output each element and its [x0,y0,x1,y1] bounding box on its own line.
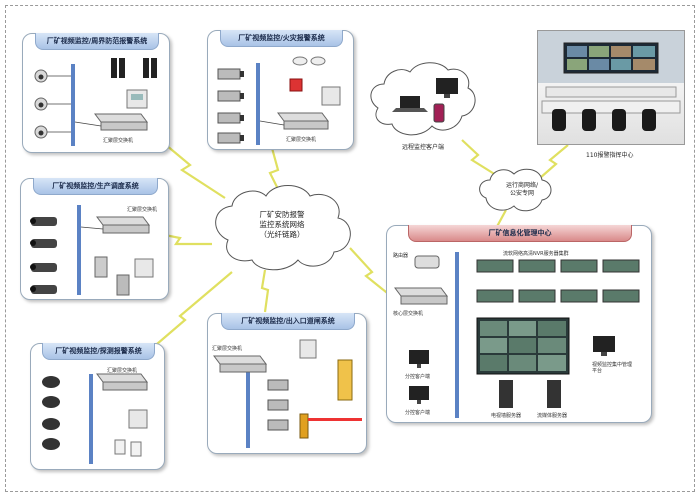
box-camera-icon [217,90,244,102]
central-network-cloud [215,185,351,271]
command-center-scene [538,31,684,131]
switch-label: 汇聚层交换机 [127,207,158,213]
box-camera-icon [267,419,289,431]
switch-label: 汇聚层交换机 [107,368,138,374]
info-center-devices [394,252,640,418]
detection-devices [42,373,148,464]
operator-line-2: 公安专网 [509,190,534,197]
link-info-center [349,247,397,301]
production-devices [30,205,154,296]
dome-camera-icon [42,438,60,450]
link-gate [260,269,270,313]
panel-title: 厂矿视频监控/探测报警系统 [41,343,156,360]
panel-perimeter: 厂矿视频监控/周界防范报警系统 汇聚层交换机 [22,33,170,153]
panel-title: 厂矿信息化管理中心 [408,225,632,242]
operator-line-1: 运行商网络/ [505,182,539,189]
switch-icon [96,216,150,234]
alarm-host-icon [299,339,317,359]
link-detection [149,271,233,351]
panel-gate: 厂矿视频监控/出入口道闸系统 汇聚层交换机 [207,313,367,454]
link-command [539,144,569,179]
panel-fire: 厂矿视频监控/火灾报警系统 汇聚层交换机 [207,30,354,150]
panel-title: 厂矿视频监控/火灾报警系统 [219,30,344,47]
central-line-2: 监控系统网络 [259,220,305,229]
perimeter-devices [34,58,157,146]
switch-icon [94,113,148,131]
switch-label: 汇聚层交换机 [212,346,243,352]
monitor-icon [409,386,429,404]
smoke-detector-icon [292,56,326,66]
central-network-text: 厂矿安防报警 监控系统网络 （光纤链路） [246,210,318,240]
core-switch-label: 核心层交换机 [393,311,424,317]
box-camera-icon [267,379,289,391]
command-center-label: 110报警指挥中心 [586,152,634,159]
barrier-gate-icon [299,413,362,439]
switch-icon [213,355,267,373]
remote-client-label: 远程监控客户端 [402,144,445,151]
dome-camera-icon [34,69,71,83]
panel-title: 厂矿视频监控/生产调度系统 [32,178,159,195]
bullet-camera-icon [30,217,57,226]
client1-label: 分控客户端 [405,374,431,380]
bullet-camera-icon [30,239,57,248]
switch-icon [277,112,329,130]
alarm-host-icon [321,86,341,106]
panel-title: 厂矿视频监控/周界防范报警系统 [34,33,160,50]
command-center-photo [537,30,685,145]
box-camera-icon [217,112,244,124]
platform-label: 视频监控集中管理平台 [592,362,633,374]
client2-label: 分控客户端 [405,410,431,416]
intercom-icon [94,256,130,296]
panel-title: 厂矿视频监控/出入口道闸系统 [220,313,356,330]
box-camera-icon [217,68,244,80]
core-switch-icon [394,287,448,305]
operator-network-text: 运行商网络/ 公安专网 [494,182,550,198]
infrared-beam-icon [111,58,157,78]
monitor-icon [593,336,615,356]
dome-camera-icon [42,376,60,388]
link-perimeter [159,139,226,199]
switch-icon [96,373,148,391]
switch-label: 汇聚层交换机 [286,137,317,143]
alarm-host-icon [126,89,148,109]
gate-devices [213,339,362,448]
panel-production: 厂矿视频监控/生产调度系统 汇聚层交换机 [20,178,169,300]
server1-label: 电视墙服务器 [491,413,522,419]
central-line-3: （光纤链路） [259,230,305,239]
fire-devices [217,56,341,145]
bullet-camera-icon [30,263,57,272]
dome-camera-icon [34,97,71,111]
diagram-frame [5,5,695,492]
router-label: 路由器 [393,253,409,259]
monitor-icon [409,350,429,368]
bullet-camera-icon [30,285,57,294]
server2-label: 流媒体服务器 [537,413,568,419]
dome-camera-icon [42,396,60,408]
tower-server-icon [499,380,561,408]
panel-detection: 厂矿视频监控/探测报警系统 汇聚层交换机 [30,343,165,470]
alarm-host-icon [128,409,148,429]
fire-alarm-button-icon [289,78,303,92]
central-line-1: 厂矿安防报警 [259,210,305,219]
box-camera-icon [267,399,289,411]
nvr-server-icon [476,259,640,303]
video-wall-icon [476,317,570,375]
router-icon [414,255,440,269]
switch-label: 汇聚层交换机 [103,138,134,144]
panel-info-center: 厂矿信息化管理中心 路由器 核心层交换机 流软网络高清NVR服务器集群 分控客户… [386,225,652,423]
operator-cloud [479,168,552,212]
storage-label: 流软网络高清NVR服务器集群 [503,251,569,257]
detector-icon [114,439,142,457]
dome-camera-icon [34,125,71,139]
link-fire [268,147,283,198]
alarm-host-icon [134,258,154,278]
link-remote [461,139,497,176]
box-camera-icon [217,132,244,144]
ticket-machine-icon [337,359,353,401]
remote-cloud [370,62,476,136]
dome-camera-icon [42,418,60,430]
